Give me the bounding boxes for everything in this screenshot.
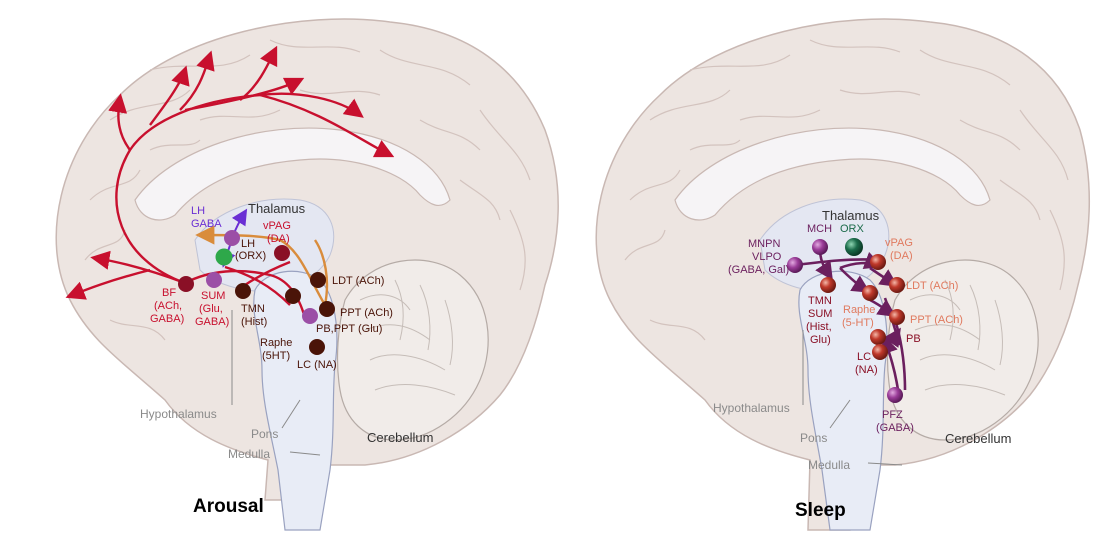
node-vpag xyxy=(274,245,290,261)
node-pfz xyxy=(887,387,903,403)
label-mnpn-3: (GABA, Gal) xyxy=(728,264,789,276)
node-tmn xyxy=(235,283,251,299)
label-cerebellum: Cerebellum xyxy=(367,430,433,445)
label-hypothalamus-s: Hypothalamus xyxy=(713,401,790,415)
label-ppt-s: PPT (ACh) xyxy=(910,314,963,326)
label-pons: Pons xyxy=(251,427,278,441)
node-sum xyxy=(206,272,222,288)
node-lh-orx xyxy=(216,249,233,266)
label-sum-1: SUM xyxy=(201,290,225,302)
node-lc-s xyxy=(872,344,888,360)
node-mch xyxy=(812,239,828,255)
node-ppt-s xyxy=(889,309,905,325)
label-thalamus: Thalamus xyxy=(248,201,306,216)
node-raphe xyxy=(285,288,301,304)
label-raphe-s-2: (5-HT) xyxy=(842,317,874,329)
node-ppt xyxy=(319,301,335,317)
label-vpag-1: vPAG xyxy=(263,220,291,232)
label-pb-s: PB xyxy=(906,333,921,345)
label-orx: ORX xyxy=(840,223,865,235)
panel-title-arousal: Arousal xyxy=(193,496,264,517)
node-vpag-s xyxy=(870,254,886,270)
label-lh-orx-2: (ORX) xyxy=(235,250,266,262)
label-tmn-2: (Hist) xyxy=(241,316,267,328)
node-tmn-s xyxy=(820,277,836,293)
label-mch: MCH xyxy=(807,223,832,235)
label-hypothalamus: Hypothalamus xyxy=(140,407,217,421)
label-medulla: Medulla xyxy=(228,447,270,461)
panel-sleep: Thalamus MNPN VLPO (GABA, Gal) MCH ORX v… xyxy=(596,19,1089,530)
label-sum-3: GABA) xyxy=(195,316,229,328)
label-lh-gaba-2: GABA xyxy=(191,218,222,230)
label-vpag-2: (DA) xyxy=(267,233,290,245)
label-pfz-2: (GABA) xyxy=(876,422,914,434)
node-pb-s xyxy=(870,329,886,345)
label-raphe-2: (5HT) xyxy=(262,350,290,362)
node-lh-gaba xyxy=(224,230,240,246)
label-cerebellum-s: Cerebellum xyxy=(945,431,1011,446)
panel-title-sleep: Sleep xyxy=(795,500,846,521)
label-lh-gaba-1: LH xyxy=(191,205,205,217)
node-mnpn xyxy=(787,257,803,273)
panel-arousal: Thalamus LH GABA LH (ORX) vPAG (DA) LDT … xyxy=(56,19,558,530)
label-pb-ppt: PB,PPT (Glu) xyxy=(316,323,382,335)
node-lc xyxy=(309,339,325,355)
label-ldt: LDT (ACh) xyxy=(332,275,384,287)
label-vpag-s-1: vPAG xyxy=(885,237,913,249)
node-ldt xyxy=(310,272,326,288)
label-medulla-s: Medulla xyxy=(808,458,850,472)
node-pb xyxy=(302,308,318,324)
node-bf xyxy=(178,276,194,292)
label-ldt-s: LDT (ACh) xyxy=(906,280,958,292)
label-raphe-s-1: Raphe xyxy=(843,304,875,316)
label-lh-orx-1: LH xyxy=(241,238,255,250)
label-bf-3: GABA) xyxy=(150,313,184,325)
label-pfz-1: PFZ xyxy=(882,409,903,421)
label-mnpn-2: VLPO xyxy=(752,251,782,263)
node-raphe-s xyxy=(862,285,878,301)
label-raphe-1: Raphe xyxy=(260,337,292,349)
label-bf-2: (ACh, xyxy=(154,300,182,312)
label-ppt: PPT (ACh) xyxy=(340,307,393,319)
label-vpag-s-2: (DA) xyxy=(890,250,913,262)
label-mnpn-1: MNPN xyxy=(748,238,780,250)
label-tmn-s-2: SUM xyxy=(808,308,832,320)
label-lc: LC (NA) xyxy=(297,359,337,371)
label-tmn-s-1: TMN xyxy=(808,295,832,307)
node-orx xyxy=(845,238,863,256)
node-ldt-s xyxy=(889,277,905,293)
label-lc-s-2: (NA) xyxy=(855,364,878,376)
label-thalamus-s: Thalamus xyxy=(822,208,880,223)
label-tmn-s-4: Glu) xyxy=(810,334,831,346)
label-tmn-s-3: (Hist, xyxy=(806,321,832,333)
label-lc-s-1: LC xyxy=(857,351,871,363)
label-pons-s: Pons xyxy=(800,431,827,445)
label-sum-2: (Glu, xyxy=(199,303,223,315)
label-bf-1: BF xyxy=(162,287,176,299)
label-tmn-1: TMN xyxy=(241,303,265,315)
